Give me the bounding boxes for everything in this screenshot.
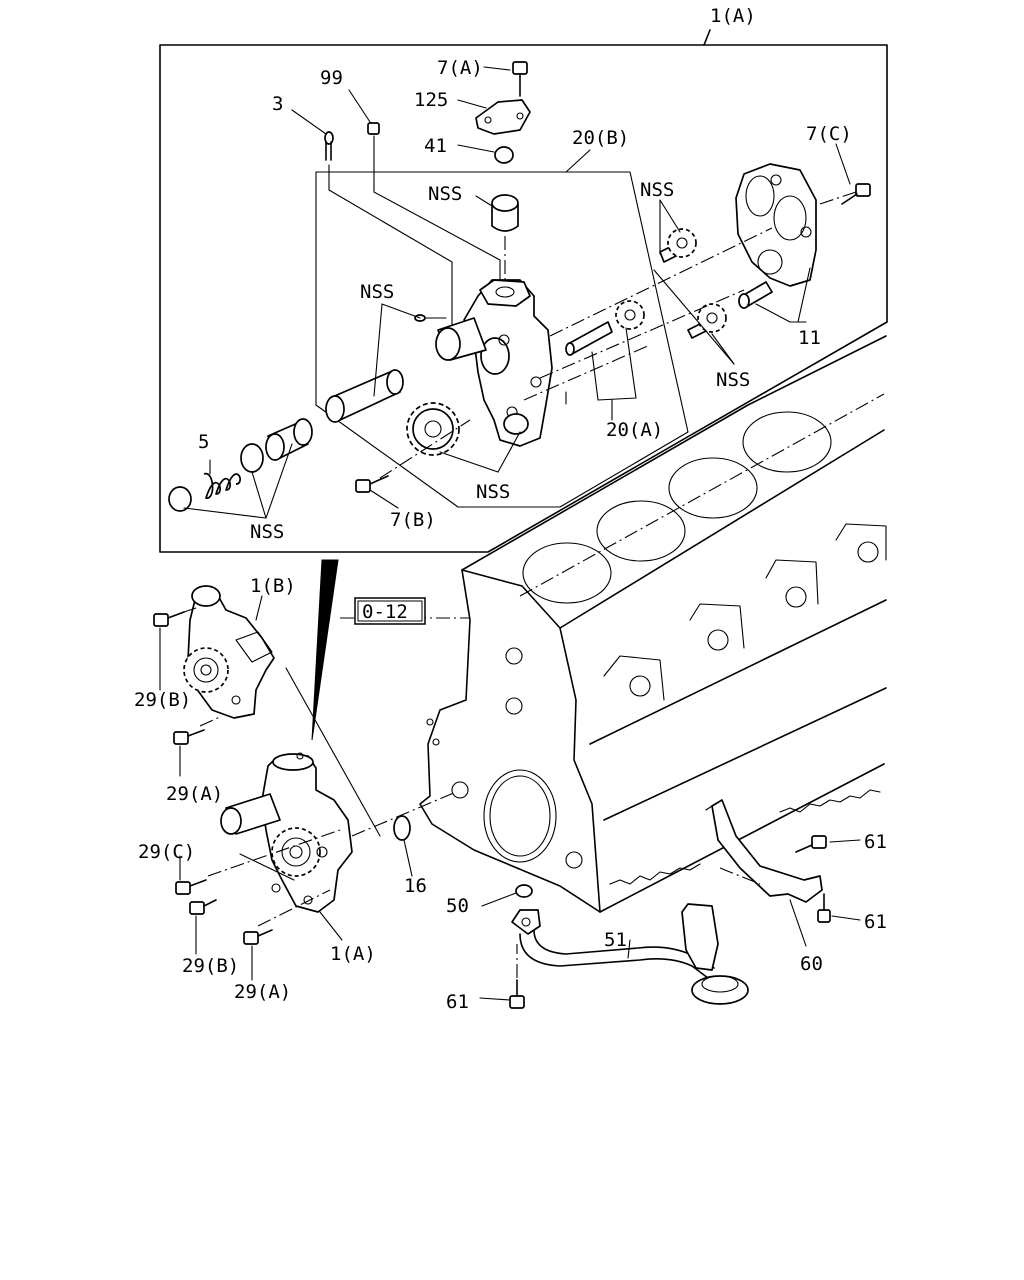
bolt-29c	[175, 879, 207, 895]
plug-99	[367, 122, 380, 135]
o-ring-16	[393, 815, 411, 841]
label-nss-gears-right: NSS	[716, 369, 750, 391]
pump-assembly-1b	[183, 585, 275, 719]
label-5: 5	[198, 431, 209, 453]
label-29a-top: 29(A)	[166, 783, 223, 805]
sub-frame-20b	[315, 171, 689, 508]
label-29a-bottom: 29(A)	[234, 981, 291, 1003]
bracket-60	[705, 799, 823, 903]
bolt-29b-bottom	[189, 899, 217, 915]
label-nss-pin: NSS	[360, 281, 394, 303]
callout-labels: 1(A) 7(A) 99 3 125 41 20(B) 7(C) NSS NSS…	[134, 5, 887, 1013]
cap-nss	[491, 194, 519, 284]
bolt-29b-top	[153, 611, 185, 627]
drive-gear-nss	[379, 402, 471, 479]
bolt-61-top	[795, 835, 827, 853]
gear-nss-middle	[615, 300, 645, 330]
label-nss-cap: NSS	[428, 183, 462, 205]
leader-lines-lower	[159, 595, 861, 1001]
cylinder-block	[340, 335, 887, 913]
block-side-bosses	[603, 523, 887, 701]
valve-sleeve-nss	[325, 369, 404, 423]
label-125: 125	[414, 89, 448, 111]
label-7c: 7(C)	[806, 123, 852, 145]
label-61-bottom: 61	[446, 991, 469, 1013]
label-3: 3	[272, 93, 283, 115]
label-60: 60	[800, 953, 823, 975]
label-61-top: 61	[864, 831, 887, 853]
label-99: 99	[320, 67, 343, 89]
bolt-7c	[841, 183, 871, 205]
label-nss-gear-top: NSS	[640, 179, 674, 201]
leader-lines-detail	[183, 66, 851, 519]
detail-frame	[159, 29, 888, 553]
label-29b-bottom: 29(B)	[182, 955, 239, 977]
label-1a-top: 1(A)	[710, 5, 756, 27]
spring-5	[203, 473, 241, 499]
label-1a-bottom: 1(A)	[330, 943, 376, 965]
label-61-mid: 61	[864, 911, 887, 933]
shaft-20a-upper	[565, 321, 613, 356]
label-nss-gear-bottom: NSS	[476, 481, 510, 503]
valve-plug-nss	[168, 486, 192, 512]
reference-box	[354, 597, 426, 625]
bolt-7a	[512, 61, 528, 97]
cover-plate-125	[475, 99, 531, 135]
pump-body-detail	[435, 279, 553, 447]
label-29b-top: 29(B)	[134, 689, 191, 711]
label-nss-valve: NSS	[250, 521, 284, 543]
pin-3	[324, 131, 334, 161]
label-41: 41	[424, 135, 447, 157]
bolt-61-bottom	[509, 944, 525, 1009]
label-11: 11	[798, 327, 821, 349]
valve-piston-nss	[240, 418, 313, 473]
label-50: 50	[446, 895, 469, 917]
label-20b: 20(B)	[572, 127, 629, 149]
oil-strainer-pipe-51	[511, 903, 749, 1005]
pump-cover-11	[735, 163, 817, 309]
bolt-7b	[355, 475, 389, 493]
label-7b: 7(B)	[390, 509, 436, 531]
bolt-61-mid	[817, 893, 831, 923]
detail-parts	[168, 61, 871, 512]
gasket-50	[515, 884, 533, 898]
gear-nss-upper	[659, 228, 697, 263]
bolt-29a-bottom	[243, 929, 273, 945]
o-ring-41	[494, 146, 514, 164]
label-ref-0-12: 0-12	[362, 601, 408, 623]
label-20a: 20(A)	[606, 419, 663, 441]
bolt-29a-top	[173, 729, 205, 745]
label-1b: 1(B)	[250, 575, 296, 597]
pointer-wedge	[311, 559, 339, 741]
label-51: 51	[604, 929, 627, 951]
label-29c: 29(C)	[138, 841, 195, 863]
pump-assembly-1a	[220, 752, 353, 913]
label-16: 16	[404, 875, 427, 897]
label-7a: 7(A)	[437, 57, 483, 79]
